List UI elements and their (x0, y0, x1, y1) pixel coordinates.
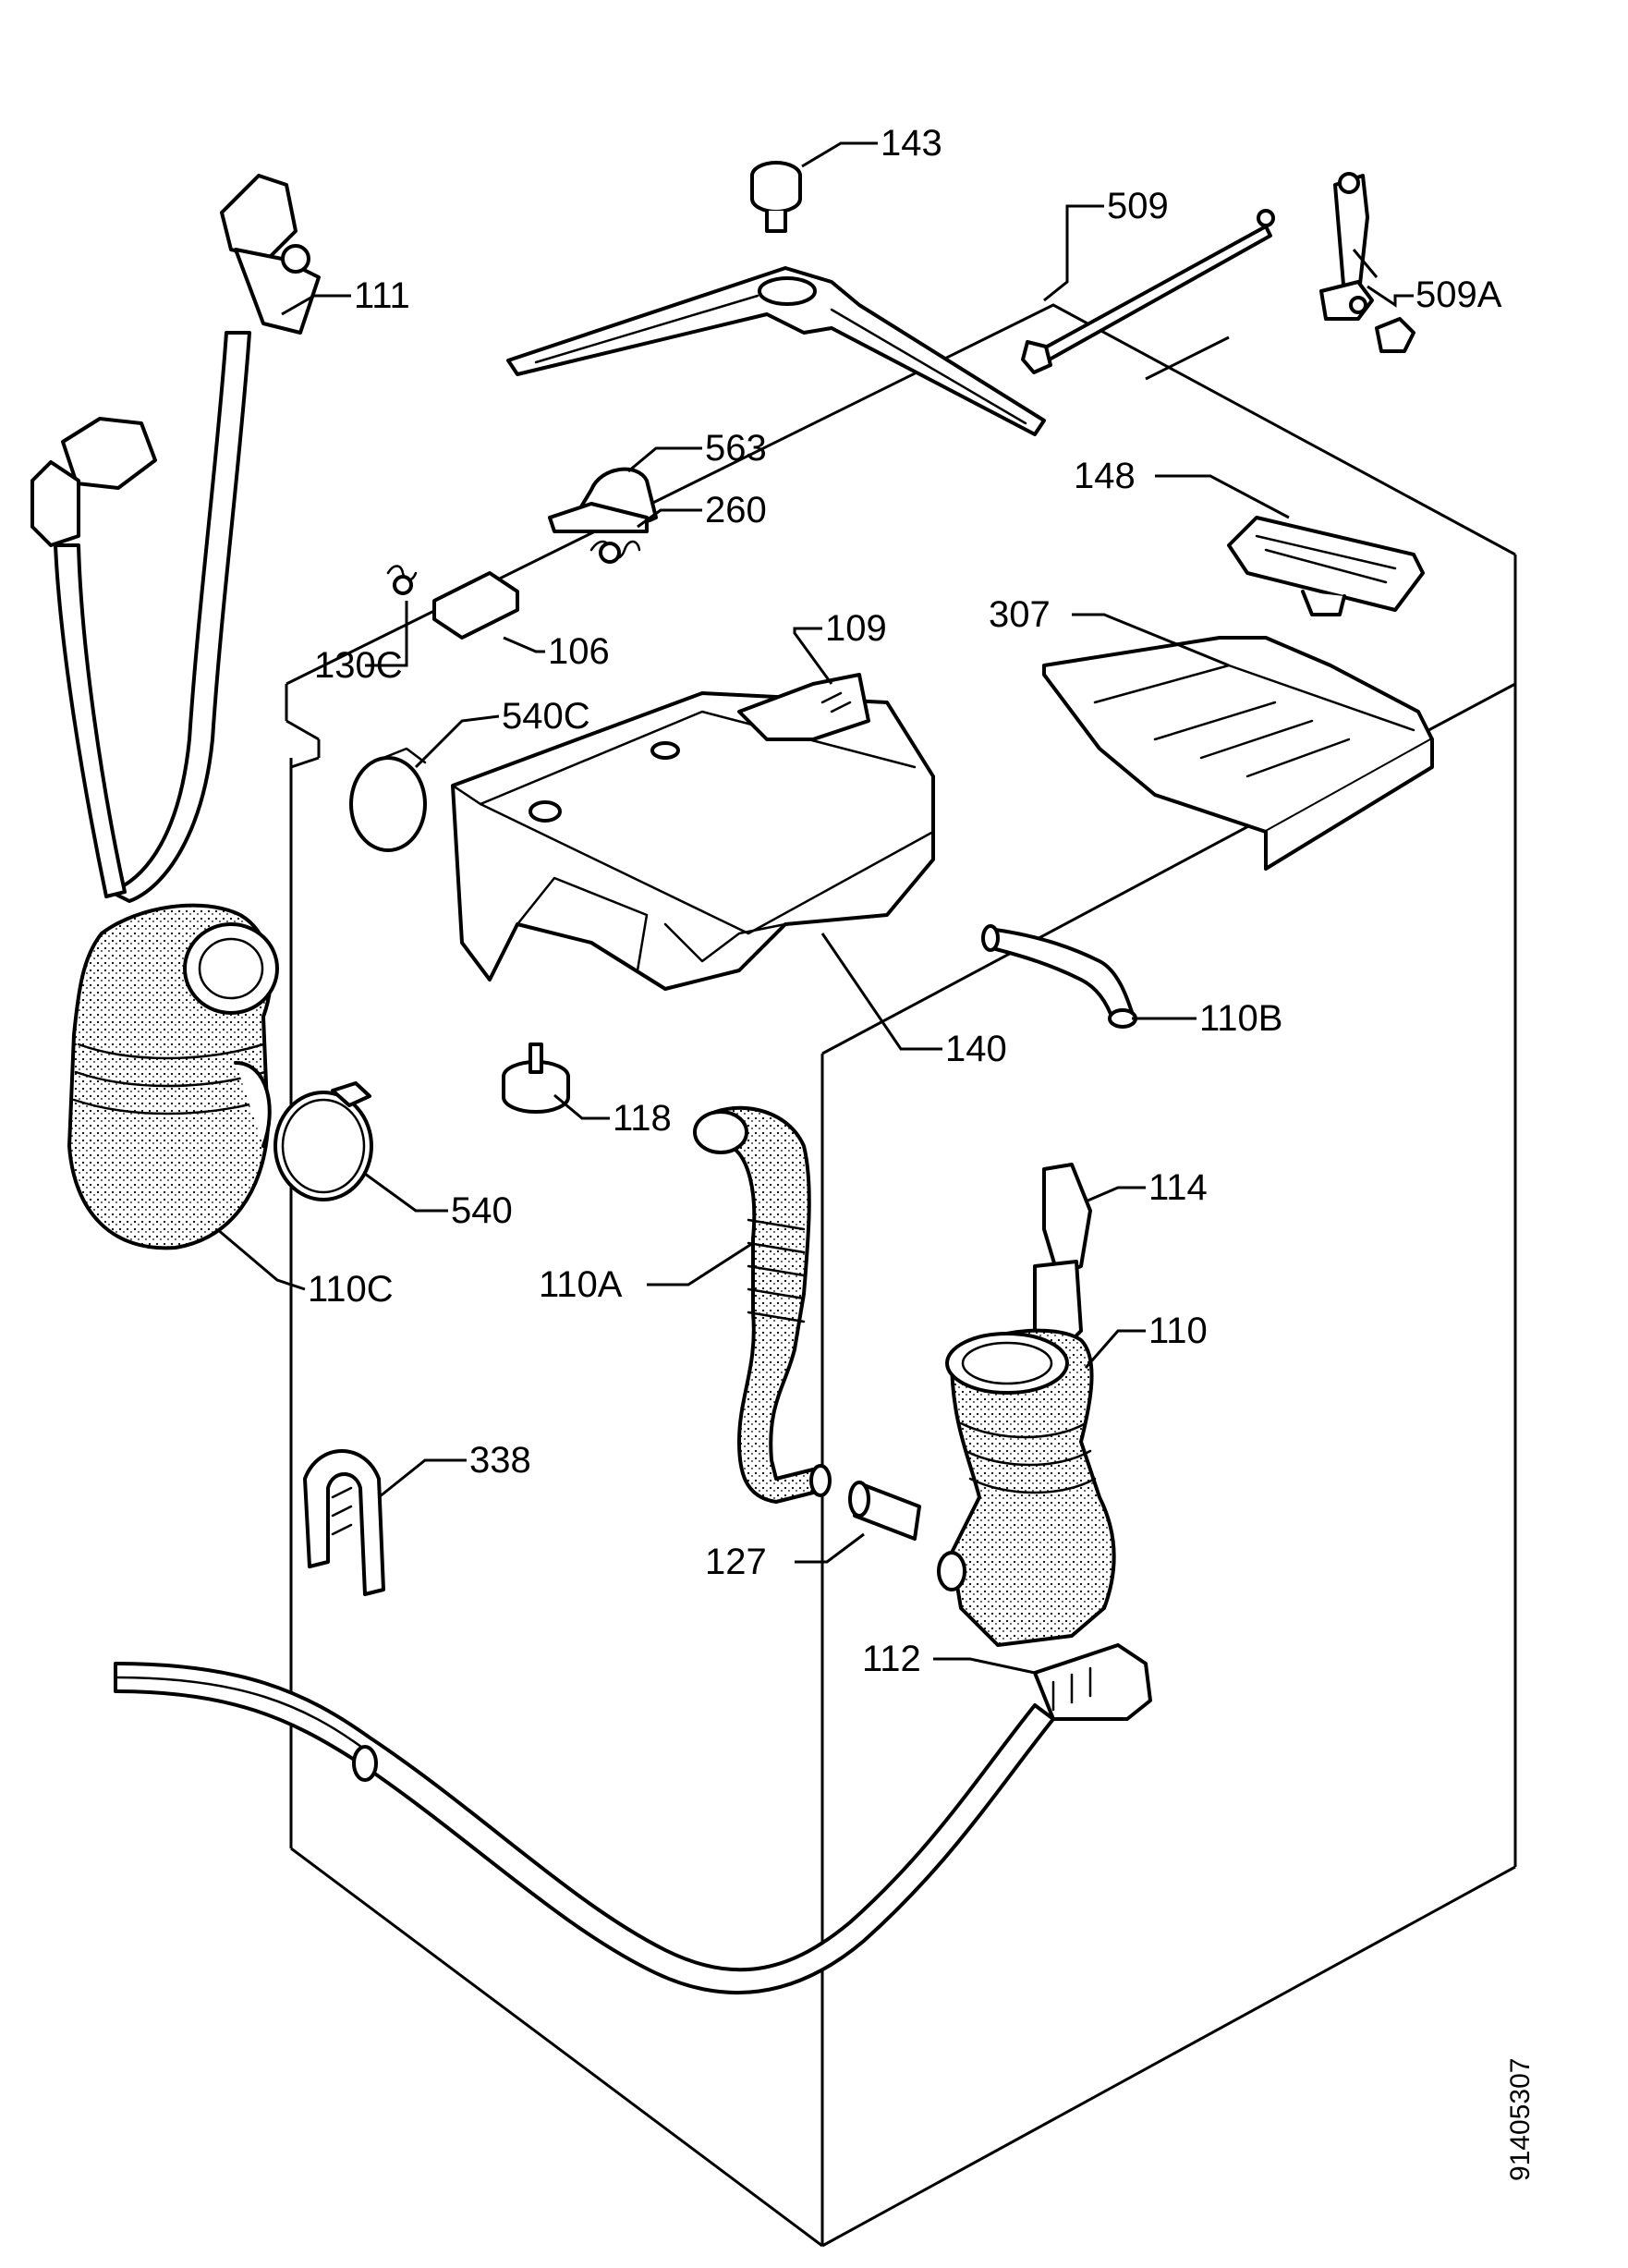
part-127-connector (848, 1481, 921, 1541)
part-110-sump (937, 1328, 1116, 1647)
label-140: 140 (945, 1029, 1007, 1069)
part-114-hose (1033, 1163, 1092, 1351)
part-110b-hose (981, 924, 1137, 1029)
part-260-spring (589, 540, 641, 564)
part-110a-hose (693, 1105, 832, 1504)
label-114: 114 (1148, 1167, 1208, 1208)
label-127: 127 (705, 1542, 767, 1582)
label-110c: 110C (308, 1269, 394, 1310)
label-110: 110 (1148, 1311, 1208, 1351)
part-110c-bellows (67, 903, 279, 1250)
part-540-clamp (273, 1081, 373, 1201)
label-509: 509 (1107, 186, 1169, 226)
part-509-spider-arm (506, 209, 1275, 436)
part-111-inlet-hose (30, 174, 321, 903)
part-118-filter (502, 1043, 570, 1114)
document-number: 91405307 (1505, 2058, 1536, 2181)
label-307: 307 (989, 594, 1051, 635)
label-563: 563 (705, 428, 767, 469)
label-110b: 110B (1199, 998, 1282, 1039)
part-148-cover (1227, 516, 1425, 616)
part-143-knob (750, 161, 802, 233)
label-109: 109 (825, 608, 887, 649)
part-140-hopper (451, 691, 935, 991)
label-540c: 540C (502, 696, 590, 737)
part-106-slide (432, 571, 519, 640)
part-540c-clamp (349, 747, 427, 852)
label-509a: 509A (1415, 274, 1502, 315)
label-540: 540 (451, 1190, 513, 1231)
leader-lines (216, 141, 1414, 1675)
label-130c: 130C (314, 645, 403, 686)
label-112: 112 (862, 1639, 921, 1679)
part-112-drain-hose (114, 1643, 1152, 1995)
label-338: 338 (469, 1440, 531, 1481)
part-130c-spring (386, 565, 418, 595)
label-118: 118 (613, 1098, 672, 1139)
label-260: 260 (705, 490, 767, 530)
label-143: 143 (881, 123, 942, 164)
part-109-valve-block (737, 673, 870, 741)
part-307-drawer (1042, 636, 1434, 871)
part-509a-lever (1319, 172, 1415, 353)
part-338-bracket (303, 1449, 385, 1596)
part-labels: 143 509 509A 111 563 260 148 106 109 307… (308, 123, 1536, 2181)
label-148: 148 (1074, 456, 1136, 496)
part-563-cam (548, 467, 658, 533)
label-111: 111 (354, 275, 410, 316)
label-110a: 110A (539, 1264, 623, 1305)
cabinet-outline (285, 303, 1517, 2248)
label-106: 106 (548, 631, 610, 672)
